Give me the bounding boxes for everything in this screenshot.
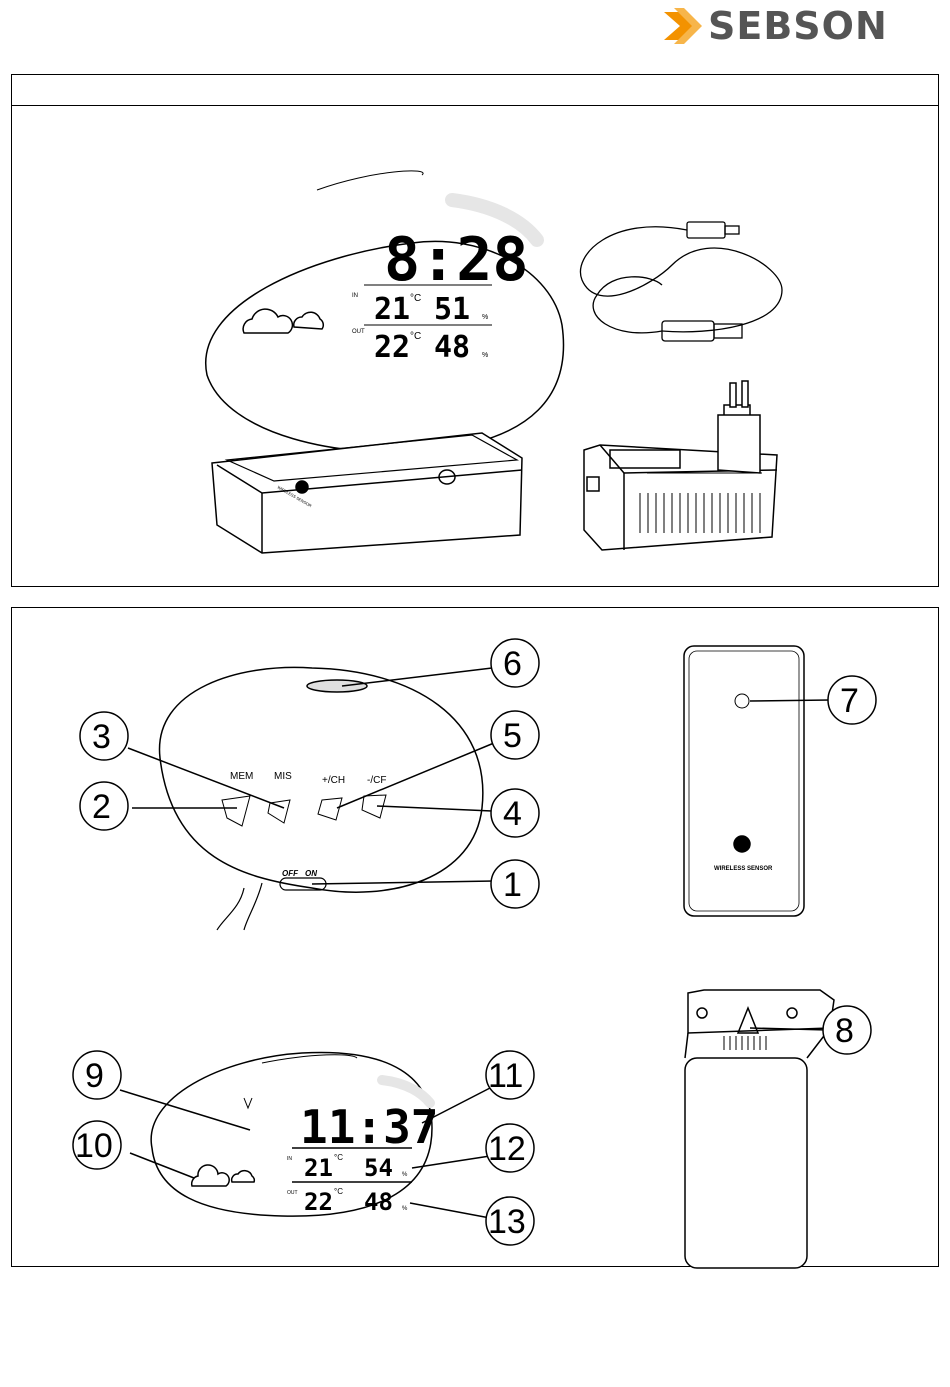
front-in-label: IN (287, 1156, 292, 1162)
out-hum: 48 (434, 330, 470, 365)
front-out-temp-unit: °C (334, 1187, 343, 1196)
front-out-hum-unit: % (402, 1206, 408, 1212)
callout-6: 6 (503, 645, 522, 683)
front-in-hum-unit: % (402, 1172, 408, 1178)
callout-11: 11 (488, 1057, 523, 1095)
usb-cable-illustration (580, 222, 782, 341)
out-label: OUT (352, 329, 365, 335)
callout-7: 7 (840, 682, 859, 720)
mem-button-label: MEM (230, 771, 253, 782)
in-label: IN (352, 293, 358, 299)
weather-station-illustration: 8:28 IN OUT 21 °C 51 % 22 °C 48 % (206, 171, 564, 452)
brand-logo: SEBSON (660, 4, 890, 48)
out-hum-unit: % (482, 352, 488, 359)
in-hum-unit: % (482, 314, 488, 321)
callout-5: 5 (503, 717, 522, 755)
in-temp-unit: °C (410, 293, 421, 304)
cf-button-label: -/CF (367, 775, 386, 786)
front-out-label: OUT (287, 1190, 298, 1196)
sensor-front-illustration (684, 646, 804, 916)
out-temp: 22 (374, 330, 410, 365)
front-out-hum: 48 (364, 1188, 393, 1216)
parts-diagram-drawing: MEM MIS +/CH -/CF OFF ON WIRELESS SENSOR (12, 608, 940, 1268)
switch-on-label: ON (305, 869, 317, 878)
mis-button-label: MIS (274, 771, 292, 782)
callout-1: 1 (503, 866, 522, 904)
sensor-front-label: WIRELESS SENSOR (714, 866, 773, 872)
callout-4: 4 (503, 795, 522, 833)
front-out-temp: 22 (304, 1188, 333, 1216)
callout-10: 10 (75, 1127, 113, 1165)
callout-2: 2 (92, 788, 111, 826)
logo-chevron-icon (660, 4, 708, 48)
front-in-temp-unit: °C (334, 1153, 343, 1162)
package-contents-panel: 8:28 IN OUT 21 °C 51 % 22 °C 48 % (11, 74, 939, 587)
brand-name: SEBSON (708, 6, 888, 46)
ch-button-label: +/CH (322, 775, 345, 786)
callout-8: 8 (835, 1012, 854, 1050)
callout-12: 12 (488, 1130, 526, 1168)
in-hum: 51 (434, 292, 470, 327)
in-temp: 21 (374, 292, 410, 327)
power-adapter-illustration (584, 381, 777, 550)
front-in-temp: 21 (304, 1154, 333, 1182)
package-contents-drawing: 8:28 IN OUT 21 °C 51 % 22 °C 48 % (12, 75, 940, 588)
parts-diagram-panel: MEM MIS +/CH -/CF OFF ON WIRELESS SENSOR (11, 607, 939, 1267)
sensor-back-illustration (685, 990, 834, 1268)
switch-off-label: OFF (282, 869, 299, 878)
front-in-hum: 54 (364, 1154, 393, 1182)
station-back-illustration (160, 667, 483, 930)
front-time: 11:37 (300, 1100, 438, 1154)
out-temp-unit: °C (410, 331, 421, 342)
callout-9: 9 (85, 1057, 104, 1095)
wireless-sensor-illustration: WIRELESS SENSOR (212, 433, 522, 553)
callout-3: 3 (92, 718, 111, 756)
callout-13: 13 (488, 1203, 526, 1241)
